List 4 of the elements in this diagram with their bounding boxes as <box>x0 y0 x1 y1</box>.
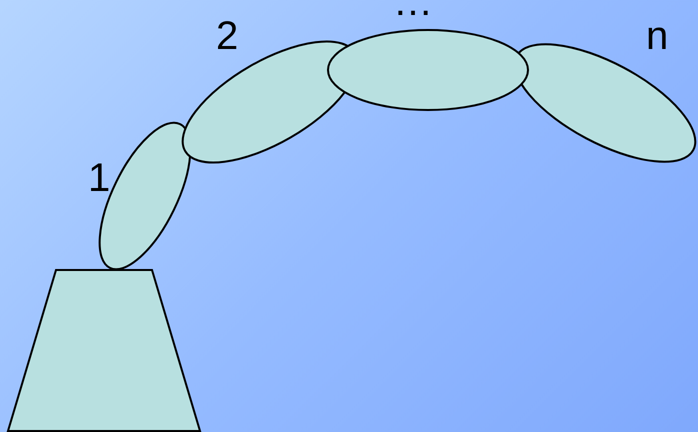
callout-number: 2 <box>216 16 238 56</box>
callout-number: 1 <box>88 158 110 198</box>
callout-number: … <box>393 0 433 22</box>
callout-number: n <box>646 16 668 56</box>
